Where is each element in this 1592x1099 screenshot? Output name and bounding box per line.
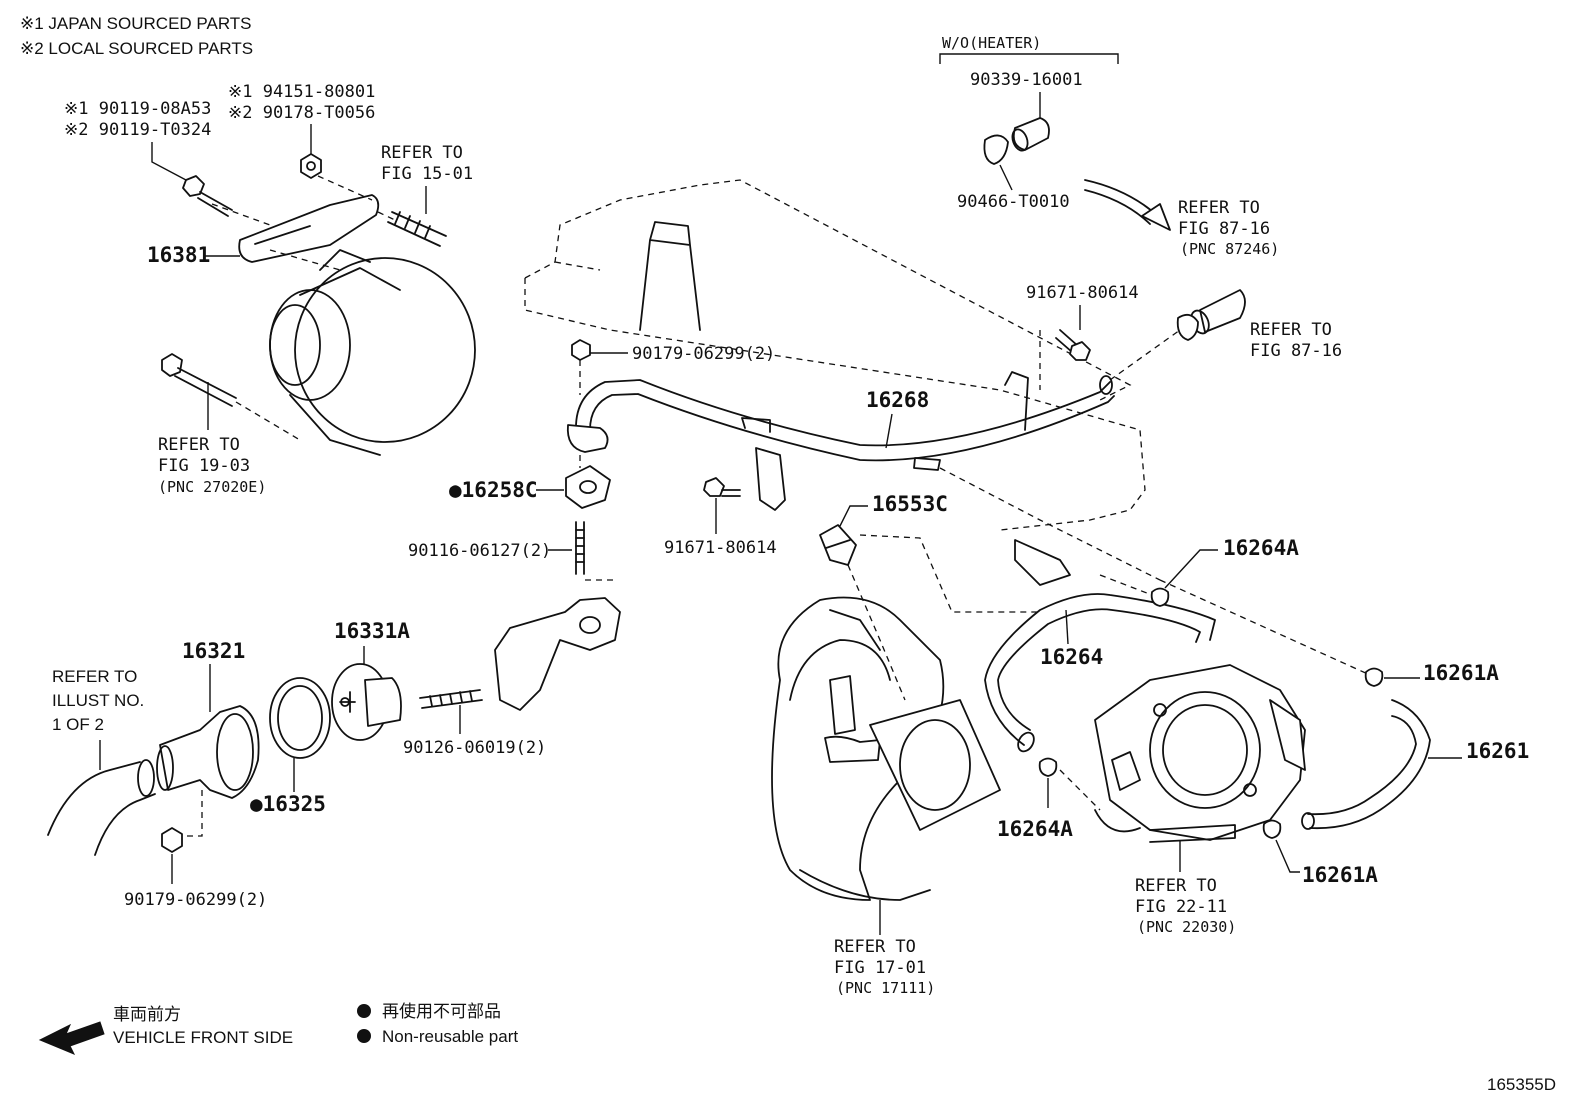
water-inlet-drawing: [156, 705, 260, 799]
ref-fig-19-03-line3: (PNC 27020E): [158, 478, 266, 496]
stud-lower-drawing: [419, 689, 483, 709]
hose-16264-drawing: [984, 539, 1216, 753]
ref-fig-87-16-b-line2: FIG 87-16: [1250, 341, 1342, 361]
ref-fig-22-11-line2: FIG 22-11: [1135, 897, 1227, 917]
nonreusable-label-en: Non-reusable part: [382, 1027, 518, 1046]
part-label-bolt-local: ※2 90119-T0324: [64, 120, 211, 140]
clamp-drawing: [819, 524, 857, 566]
part-label-thermostat: 16331A: [334, 619, 410, 643]
ref-fig-22-11-line1: REFER TO: [1135, 876, 1217, 896]
ref-fig-17-01-line1: REFER TO: [834, 937, 916, 957]
direction-arrow: [1084, 179, 1171, 231]
nonreusable-label-jp: 再使用不可部品: [382, 1001, 501, 1021]
heater-hose-drawing: [983, 117, 1050, 165]
bolt-mid-drawing: [703, 477, 741, 497]
ref-fig-15-01-line2: FIG 15-01: [381, 164, 473, 184]
nonreusable-bullet: ●: [250, 792, 263, 816]
nut-inlet-drawing: [161, 827, 183, 853]
part-label-bolt-japan: ※1 90119-08A53: [64, 99, 211, 119]
part-label-hose-cover: 90339-16001: [970, 70, 1083, 90]
bracket-16381-drawing: [238, 194, 380, 263]
part-label-water-pipe-16268: 16268: [866, 388, 929, 412]
front-side-label-jp: 車両前方: [113, 1005, 181, 1024]
bolt-upper-drawing: [182, 175, 233, 217]
ref-fig-87-16-a-line3: (PNC 87246): [1180, 240, 1279, 258]
ref-fig-15-01-line1: REFER TO: [381, 143, 463, 163]
bolt-lower-drawing: [161, 353, 237, 407]
part-label-water-inlet: 16321: [182, 639, 245, 663]
part-label-clip-16264a-upper: 16264A: [1223, 536, 1299, 560]
part-label-seal: ●16325: [250, 792, 326, 816]
part-label-nut-local: ※2 90178-T0056: [228, 103, 375, 123]
gasket-drawing: [565, 465, 611, 509]
nonreusable-bullet: ●: [449, 478, 462, 502]
engine-cover-outline: [524, 179, 1146, 531]
nonreusable-bullet-icon-en: [357, 1029, 371, 1043]
nut-water-pipe-drawing: [571, 339, 591, 361]
ref-illust-line1: REFER TO: [52, 667, 137, 686]
stud-upper-drawing: [387, 211, 447, 247]
part-label-stud-mid: 90116-06127(2): [408, 541, 551, 561]
ref-fig-22-11-line3: (PNC 22030): [1137, 918, 1236, 936]
part-label-nut-inlet: 90179-06299(2): [124, 890, 267, 910]
part-label-hose-16261: 16261: [1466, 739, 1529, 763]
nonreusable-bullet-icon-jp: [357, 1004, 371, 1018]
part-label-clamp: 16553C: [872, 492, 948, 516]
clip-16261a-lower-drawing: [1262, 819, 1282, 839]
part-label-bracket-16381: 16381: [147, 243, 210, 267]
part-label-hose-16264: 16264: [1040, 645, 1103, 669]
thermostat-drawing: [331, 663, 402, 741]
ref-fig-19-03-line1: REFER TO: [158, 435, 240, 455]
bolt-top-drawing: [1055, 329, 1091, 361]
ref-fig-17-01-line2: FIG 17-01: [834, 958, 926, 978]
ref-fig-87-16-b-line1: REFER TO: [1250, 320, 1332, 340]
hose-end-drawing: [1176, 289, 1246, 341]
heater-group-label: W/O(HEATER): [942, 34, 1041, 52]
ref-fig-19-03-line2: FIG 19-03: [158, 456, 250, 476]
front-arrow-icon: [38, 1021, 105, 1055]
water-outlet-drawing: [494, 579, 621, 711]
part-label-gasket-text: 16258C: [462, 478, 538, 502]
stud-mid-drawing: [575, 521, 585, 575]
throttle-body-drawing: [1094, 664, 1306, 843]
part-label-clip-16261a-upper: 16261A: [1423, 661, 1499, 685]
legend-note-local: ※2 LOCAL SOURCED PARTS: [20, 39, 253, 58]
part-label-gasket: ●16258C: [449, 478, 538, 502]
ref-fig-87-16-a-line1: REFER TO: [1178, 198, 1260, 218]
part-label-clip-16261a-lower: 16261A: [1302, 863, 1378, 887]
hose-16261-drawing: [1301, 699, 1431, 830]
clip-16264a-upper-drawing: [1150, 587, 1170, 607]
clip-16264a-lower-drawing: [1038, 757, 1058, 777]
ref-fig-17-01-line3: (PNC 17111): [836, 979, 935, 997]
part-label-nut-japan: ※1 94151-80801: [228, 82, 375, 102]
ref-illust-line3: 1 OF 2: [52, 715, 104, 734]
part-label-nut-water-pipe: 90179-06299(2): [632, 344, 775, 364]
part-label-seal-text: 16325: [263, 792, 326, 816]
part-label-clip-16264a-lower: 16264A: [997, 817, 1073, 841]
clip-16261a-upper-drawing: [1364, 667, 1384, 687]
intake-manifold-drawing: [771, 596, 1001, 901]
part-label-bolt-mid: 91671-80614: [664, 538, 777, 558]
front-side-label-en: VEHICLE FRONT SIDE: [113, 1028, 293, 1047]
radiator-hose-drawing: [47, 759, 156, 856]
figure-id: 165355D: [1487, 1075, 1556, 1094]
water-pipe-drawing: [566, 375, 1115, 511]
part-label-bolt-top: 91671-80614: [1026, 283, 1139, 303]
legend-note-japan: ※1 JAPAN SOURCED PARTS: [20, 14, 252, 33]
ref-illust-line2: ILLUST NO.: [52, 691, 144, 710]
nut-upper-drawing: [300, 153, 322, 179]
alternator-drawing: [269, 249, 476, 456]
part-label-stud-lower: 90126-06019(2): [403, 738, 546, 758]
part-label-heater-clip: 90466-T0010: [957, 192, 1070, 212]
seal-ring-drawing: [269, 677, 331, 759]
ref-fig-87-16-a-line2: FIG 87-16: [1178, 219, 1270, 239]
